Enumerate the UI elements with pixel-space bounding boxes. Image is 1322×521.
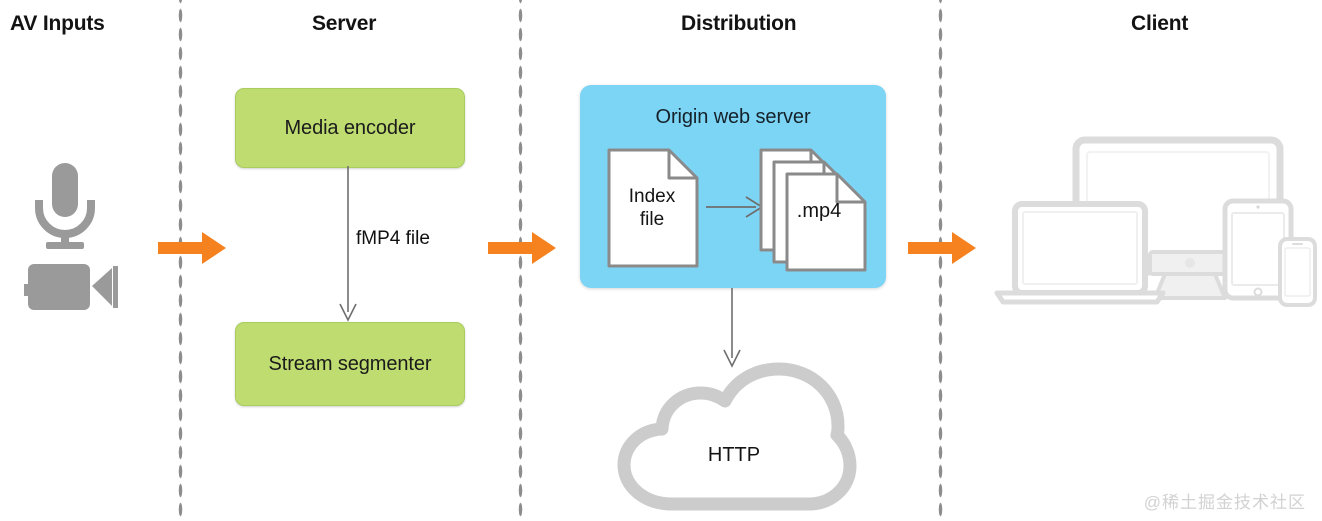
connector-encoder-to-segmenter [330,166,370,324]
flow-arrow-av-to-server [158,228,228,268]
tablet-shape [1222,198,1294,301]
flow-arrow-server-to-distribution [488,228,558,268]
column-divider-1 [178,0,183,521]
document-stack-mp4-label: .mp4 [796,200,842,222]
microphone-icon [22,160,108,252]
node-media-encoder-label: Media encoder [284,116,416,139]
node-http-cloud-label: HTTP [707,444,761,466]
column-title-client: Client [1131,12,1189,35]
client-devices-group [975,136,1317,307]
watermark: @稀土掘金技术社区 [1143,493,1306,512]
origin-web-server-title: Origin web server [655,106,811,128]
smartphone-shape [1278,237,1317,307]
node-http-cloud[interactable] [614,362,857,511]
document-index-file[interactable] [606,147,702,269]
document-index-file-label: Index file [628,186,676,230]
column-divider-3 [938,0,943,521]
video-camera-icon [20,258,120,316]
connector-index-to-media [706,190,766,224]
node-media-encoder[interactable]: Media encoder [235,88,465,168]
column-title-av-inputs: AV Inputs [10,12,105,35]
flow-arrow-distribution-to-client [908,228,978,268]
node-stream-segmenter[interactable]: Stream segmenter [235,322,465,406]
connector-label-fmp4-file: fMP4 file [356,228,430,249]
document-stack-mp4[interactable] [758,147,870,273]
column-title-server: Server [312,12,377,35]
node-stream-segmenter-label: Stream segmenter [268,352,432,375]
column-title-distribution: Distribution [681,12,797,35]
column-divider-2 [518,0,523,521]
laptop-shape [994,201,1166,305]
connector-origin-to-cloud [716,288,750,370]
